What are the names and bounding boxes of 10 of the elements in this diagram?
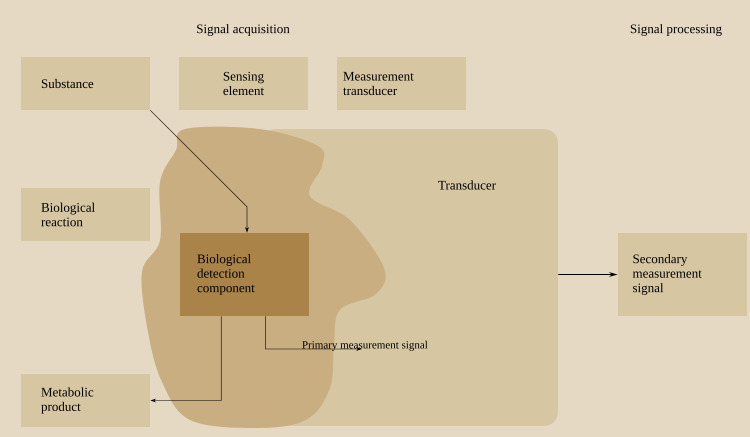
section-heading: Signal acquisition (197, 24, 290, 36)
edge-label: Primary measurement signal (302, 340, 428, 351)
text-box: Biological reaction (21, 188, 150, 241)
text-box: Substance (21, 57, 150, 110)
text-box: Measurement transducer (337, 57, 466, 110)
component-box: Biological detection component (180, 233, 309, 316)
text-box: Sensing element (179, 57, 308, 110)
text-box: Metabolic product (21, 374, 150, 427)
section-heading: Signal processing (630, 24, 722, 36)
text-box: Secondary measurement signal (618, 233, 747, 316)
